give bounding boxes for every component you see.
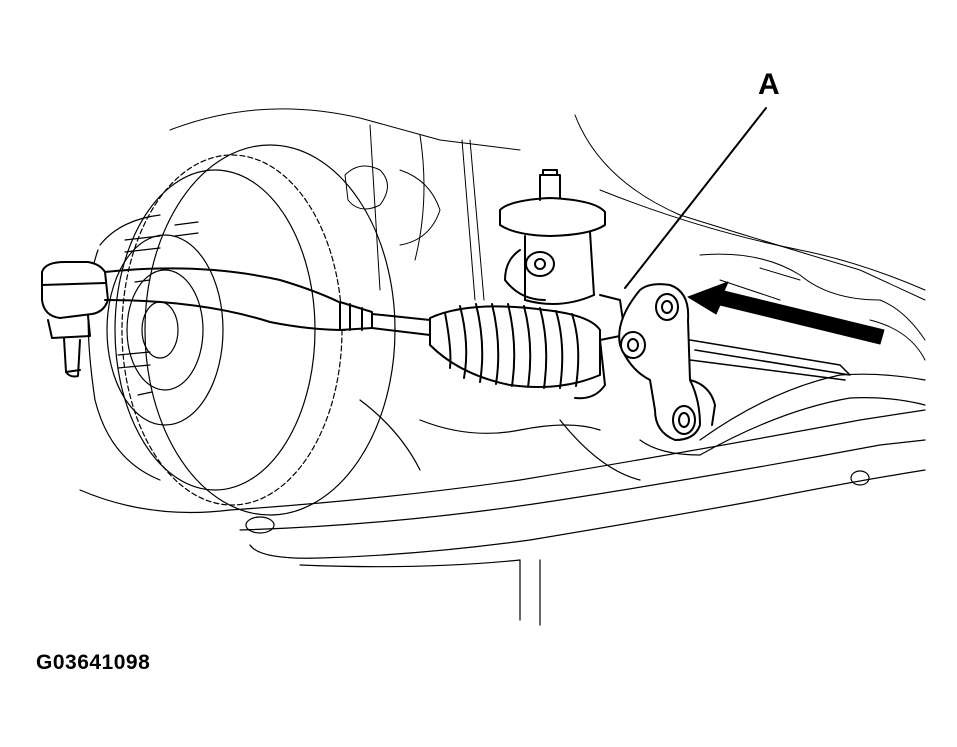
tie-rod-end [41,261,346,378]
rack-boot [429,303,601,389]
subframe [79,373,926,626]
mounting-bracket [618,283,716,441]
inner-tie-rod [339,301,431,336]
figure-id: G03641098 [36,651,151,674]
rack-tube [689,339,851,381]
gear-housing [499,169,626,400]
direction-arrow [687,281,885,345]
callout-label-a: A [758,68,780,101]
callout-leader-line [624,107,767,289]
chassis-background [169,108,926,361]
